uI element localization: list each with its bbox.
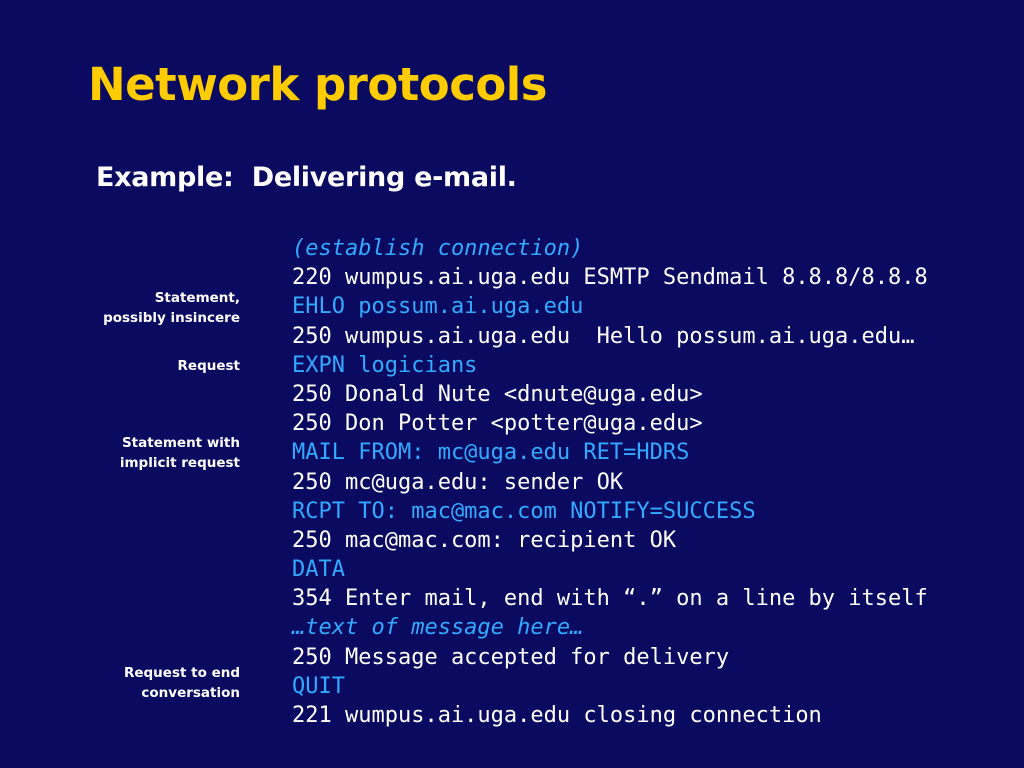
client-command-line: …text of message here…	[292, 615, 584, 641]
server-response-line: 354 Enter mail, end with “.” on a line b…	[292, 586, 928, 612]
client-command-line: EHLO possum.ai.uga.edu	[292, 294, 584, 320]
client-command-line: EXPN logicians	[292, 352, 478, 378]
annotation-line: possibly insincere	[103, 310, 240, 326]
server-response-line: 250 wumpus.ai.uga.edu Hello possum.ai.ug…	[292, 323, 915, 349]
server-response-line: 250 mac@mac.com: recipient OK	[292, 527, 677, 553]
annotation-line: implicit request	[119, 455, 240, 471]
server-response-line: 250 Don Potter <potter@uga.edu>	[292, 411, 703, 437]
server-response-line: 221 wumpus.ai.uga.edu closing connection	[292, 703, 822, 728]
server-response-line: 250 Donald Nute <dnute@uga.edu>	[292, 381, 703, 407]
server-response-line: 250 mc@uga.edu: sender OK	[292, 469, 624, 495]
annotation-line: conversation	[141, 685, 240, 701]
annotation-statement: Statement, possibly insincere	[103, 288, 240, 328]
annotation-line: Request	[177, 358, 240, 374]
annotation-line: Statement with	[121, 435, 240, 451]
client-command-line: QUIT	[292, 673, 345, 699]
annotation-line: Statement,	[154, 290, 240, 306]
annotation-line: Request to end	[123, 665, 240, 681]
slide-subtitle: Example: Delivering e-mail.	[96, 162, 517, 193]
client-command-line: MAIL FROM: mc@uga.edu RET=HDRS	[292, 440, 690, 466]
slide-title: Network protocols	[88, 58, 548, 111]
client-command-line: DATA	[292, 557, 345, 583]
client-command-line: RCPT TO: mac@mac.com NOTIFY=SUCCESS	[292, 498, 756, 524]
server-response-line: 220 wumpus.ai.uga.edu ESMTP Sendmail 8.8…	[292, 265, 928, 291]
smtp-transcript: (establish connection) 220 wumpus.ai.uga.…	[292, 234, 928, 730]
annotation-implicit-request: Statement with implicit request	[120, 433, 240, 473]
annotation-end-conversation: Request to end conversation	[124, 663, 240, 703]
client-command-line: (establish connection)	[292, 236, 584, 261]
annotation-request: Request	[178, 356, 240, 376]
server-response-line: 250 Message accepted for delivery	[292, 644, 730, 670]
